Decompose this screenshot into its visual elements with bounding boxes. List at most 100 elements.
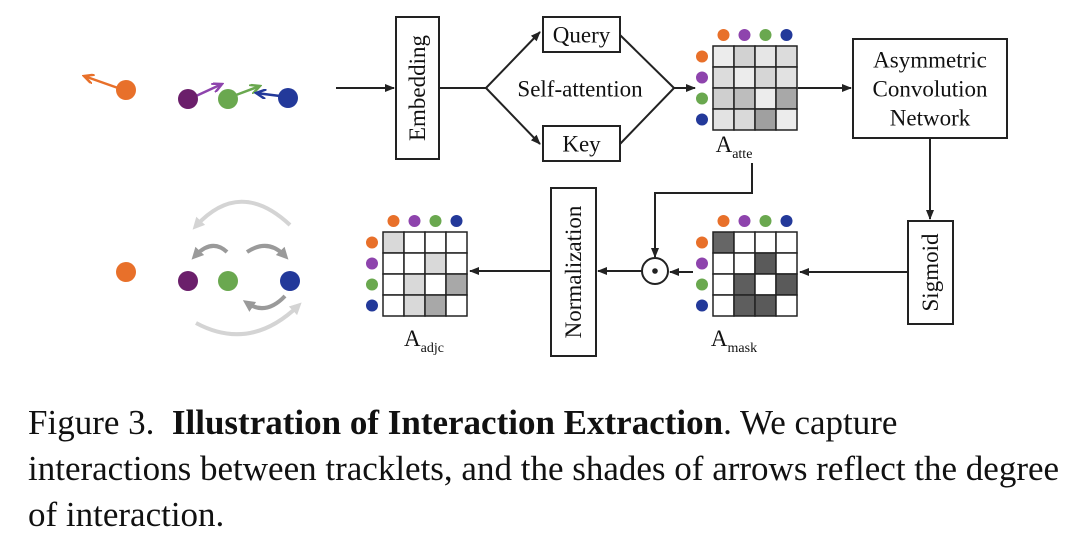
adjc-column-dot-green: [429, 215, 442, 227]
blue-tracklet-node: [280, 271, 300, 291]
purple-tracklet-node: [178, 271, 198, 291]
mask-row-dot-blue: [696, 299, 708, 312]
tracklets-input: [84, 76, 298, 109]
adjc-cell: [445, 273, 468, 296]
mask-row-dot-orange: [696, 236, 708, 249]
purple-motion-arrow: [195, 84, 222, 98]
light-arc-bottom: [195, 302, 302, 337]
mask-cell: [754, 231, 777, 254]
adjc-cell: [424, 252, 447, 275]
atte-cell: [712, 45, 735, 68]
embedding-block: Embedding: [395, 16, 440, 160]
mask-column-dot-purple: [738, 215, 751, 227]
atte-cell: [754, 45, 777, 68]
atte-cell: [733, 66, 756, 89]
atte-row-dot-orange: [696, 50, 708, 63]
gray-arc-green-to-purple: [191, 244, 229, 260]
self-attention-label: Self-attention: [517, 77, 643, 102]
atte-cell: [733, 45, 756, 68]
adjc-cell: [382, 273, 405, 296]
atte-cell: [712, 87, 735, 110]
atte-row-dot-blue: [696, 113, 708, 126]
sigmoid-block: Sigmoid: [907, 220, 954, 325]
caption-prefix: Figure 3.: [28, 403, 155, 442]
atte-cell: [775, 108, 798, 131]
mask-cell: [733, 252, 756, 275]
arrow-to-key: [485, 87, 541, 145]
atte-cell: [775, 45, 798, 68]
gray-arc-green-to-blue: [245, 244, 289, 260]
atte-cell: [733, 87, 756, 110]
arrow-atte-to-hadamard: [651, 163, 753, 258]
atte-column-dot-green: [759, 29, 772, 41]
adjc-cell: [424, 294, 447, 317]
attention-matrix: [696, 29, 798, 131]
adjc-cell: [382, 294, 405, 317]
caption-bold-title: Illustration of Interaction Extraction: [171, 403, 724, 442]
mask-row-dot-purple: [696, 257, 708, 270]
arrow-key-merge: [619, 84, 696, 145]
adjc-cell: [403, 231, 426, 254]
adjc-cell: [382, 252, 405, 275]
normalization-block: Normalization: [550, 187, 597, 357]
adjc-cell: [403, 294, 426, 317]
query-block: Query: [542, 16, 621, 53]
adjc-column-dot-purple: [408, 215, 421, 227]
mask-row-dot-green: [696, 278, 708, 291]
hadamard-dot-icon: [652, 268, 658, 274]
mask-column-dot-orange: [717, 215, 730, 227]
mask-column-dot-green: [759, 215, 772, 227]
adjc-cell: [382, 231, 405, 254]
atte-cell: [754, 108, 777, 131]
adjc-cell: [403, 252, 426, 275]
orange-tracklet-node: [116, 262, 136, 282]
atte-cell: [712, 66, 735, 89]
key-label: Key: [562, 132, 601, 157]
atte-column-dot-blue: [780, 29, 793, 41]
atte-cell: [733, 108, 756, 131]
interaction-graph-output: [116, 199, 302, 337]
adjc-row-dot-green: [366, 278, 378, 291]
blue-tracklet-node: [278, 88, 298, 108]
arrow-query-merge: [619, 34, 675, 89]
mask-cell: [775, 294, 798, 317]
mask-cell: [754, 273, 777, 296]
asymmetric-convolution-network-block: Asymmetric Convolution Network: [852, 38, 1008, 139]
mask-column-dot-blue: [780, 215, 793, 227]
mask-cell: [754, 294, 777, 317]
normalization-label: Normalization: [561, 205, 586, 338]
atte-cell: [775, 87, 798, 110]
atte-column-dot-purple: [738, 29, 751, 41]
green-tracklet-node: [218, 89, 238, 109]
adjc-cell: [424, 231, 447, 254]
green-motion-arrow: [235, 86, 260, 97]
adjc-cell: [403, 273, 426, 296]
mask-cell: [754, 252, 777, 275]
gray-arc-blue-to-green: [242, 294, 287, 312]
adjc-column-dot-orange: [387, 215, 400, 227]
adjc-cell: [424, 273, 447, 296]
mask-matrix: [696, 215, 798, 317]
adjc-column-dot-blue: [450, 215, 463, 227]
atte-row-dot-purple: [696, 71, 708, 84]
atte-cell: [775, 66, 798, 89]
adjc-row-dot-purple: [366, 257, 378, 270]
query-label: Query: [553, 23, 611, 48]
mask-cell: [712, 273, 735, 296]
adjc-cell: [445, 294, 468, 317]
orange-motion-arrow: [84, 76, 119, 90]
adjc-cell: [445, 252, 468, 275]
purple-tracklet-node: [178, 89, 198, 109]
adjc-row-dot-blue: [366, 299, 378, 312]
atte-cell: [754, 66, 777, 89]
mask-matrix-label: Amask: [711, 326, 757, 356]
acn-label-line3: Network: [890, 106, 971, 131]
light-arc-top: [192, 199, 292, 230]
orange-tracklet-node: [116, 80, 136, 100]
adjc-matrix-label: Aadjc: [404, 326, 444, 356]
mask-cell: [775, 231, 798, 254]
hadamard-product-operator: [641, 257, 669, 285]
mask-cell: [733, 294, 756, 317]
adjacency-matrix: [366, 215, 468, 317]
mask-cell: [712, 294, 735, 317]
